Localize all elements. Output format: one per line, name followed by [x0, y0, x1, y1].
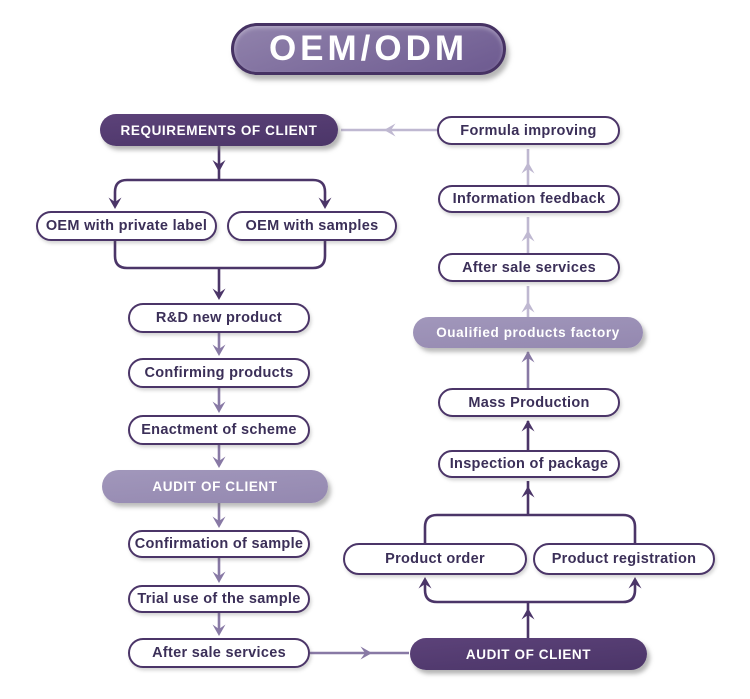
node-rd-new-product: R&D new product [128, 303, 310, 333]
node-oem-with-private-label: OEM with private label [36, 211, 217, 241]
node-audit-of-client-left: AUDIT OF CLIENT [102, 470, 328, 503]
connector-formula-to-requirements [341, 123, 437, 137]
connector-qualified-to-aftersale-right [521, 286, 535, 317]
connector-audit-left-to-confirmation [212, 503, 226, 528]
node-formula-improving: Formula improving [437, 116, 620, 145]
connector-confirming-to-enactment [212, 388, 226, 413]
connector-inspection-to-mass [521, 420, 535, 450]
diagram-title: OEM/ODM [231, 23, 506, 75]
node-mass-production: Mass Production [438, 388, 620, 417]
connector-trial-to-aftersale-left [212, 613, 226, 636]
node-audit-of-client-right: AUDIT OF CLIENT [410, 638, 647, 670]
node-inspection-of-package: Inspection of package [438, 450, 620, 478]
node-after-sale-services-left: After sale services [128, 638, 310, 668]
connector-aftersale-left-to-audit-right [310, 646, 409, 660]
node-requirements-of-client: REQUIREMENTS OF CLIENT [100, 114, 338, 146]
split-branch-merge-bottom [113, 241, 327, 300]
node-confirming-products: Confirming products [128, 358, 310, 388]
connector-confirmation-to-trial [212, 558, 226, 583]
connector-aftersale-right-to-feedback [521, 217, 535, 253]
node-enactment-of-scheme: Enactment of scheme [128, 415, 310, 445]
split-branch-top [108, 178, 332, 209]
node-qualified-products-factory: Oualified products factory [413, 317, 643, 348]
connector-enactment-to-audit-left [212, 445, 226, 468]
merge-branch-bottom-right [418, 577, 642, 604]
node-confirmation-of-sample: Confirmation of sample [128, 530, 310, 558]
connector-rd-to-confirming [212, 333, 226, 356]
node-product-order: Product order [343, 543, 527, 575]
node-oem-with-samples: OEM with samples [227, 211, 397, 241]
merge-branch-top-right [423, 481, 637, 543]
node-product-registration: Product registration [533, 543, 715, 575]
connector-requirements-to-split [212, 146, 226, 180]
node-trial-use-of-sample: Trial use of the sample [128, 585, 310, 613]
connector-mass-to-qualified [521, 351, 535, 388]
node-information-feedback: Information feedback [438, 185, 620, 213]
node-after-sale-services-right: After sale services [438, 253, 620, 282]
connector-audit-right-to-merge [521, 602, 535, 638]
connector-feedback-to-formula [521, 149, 535, 185]
